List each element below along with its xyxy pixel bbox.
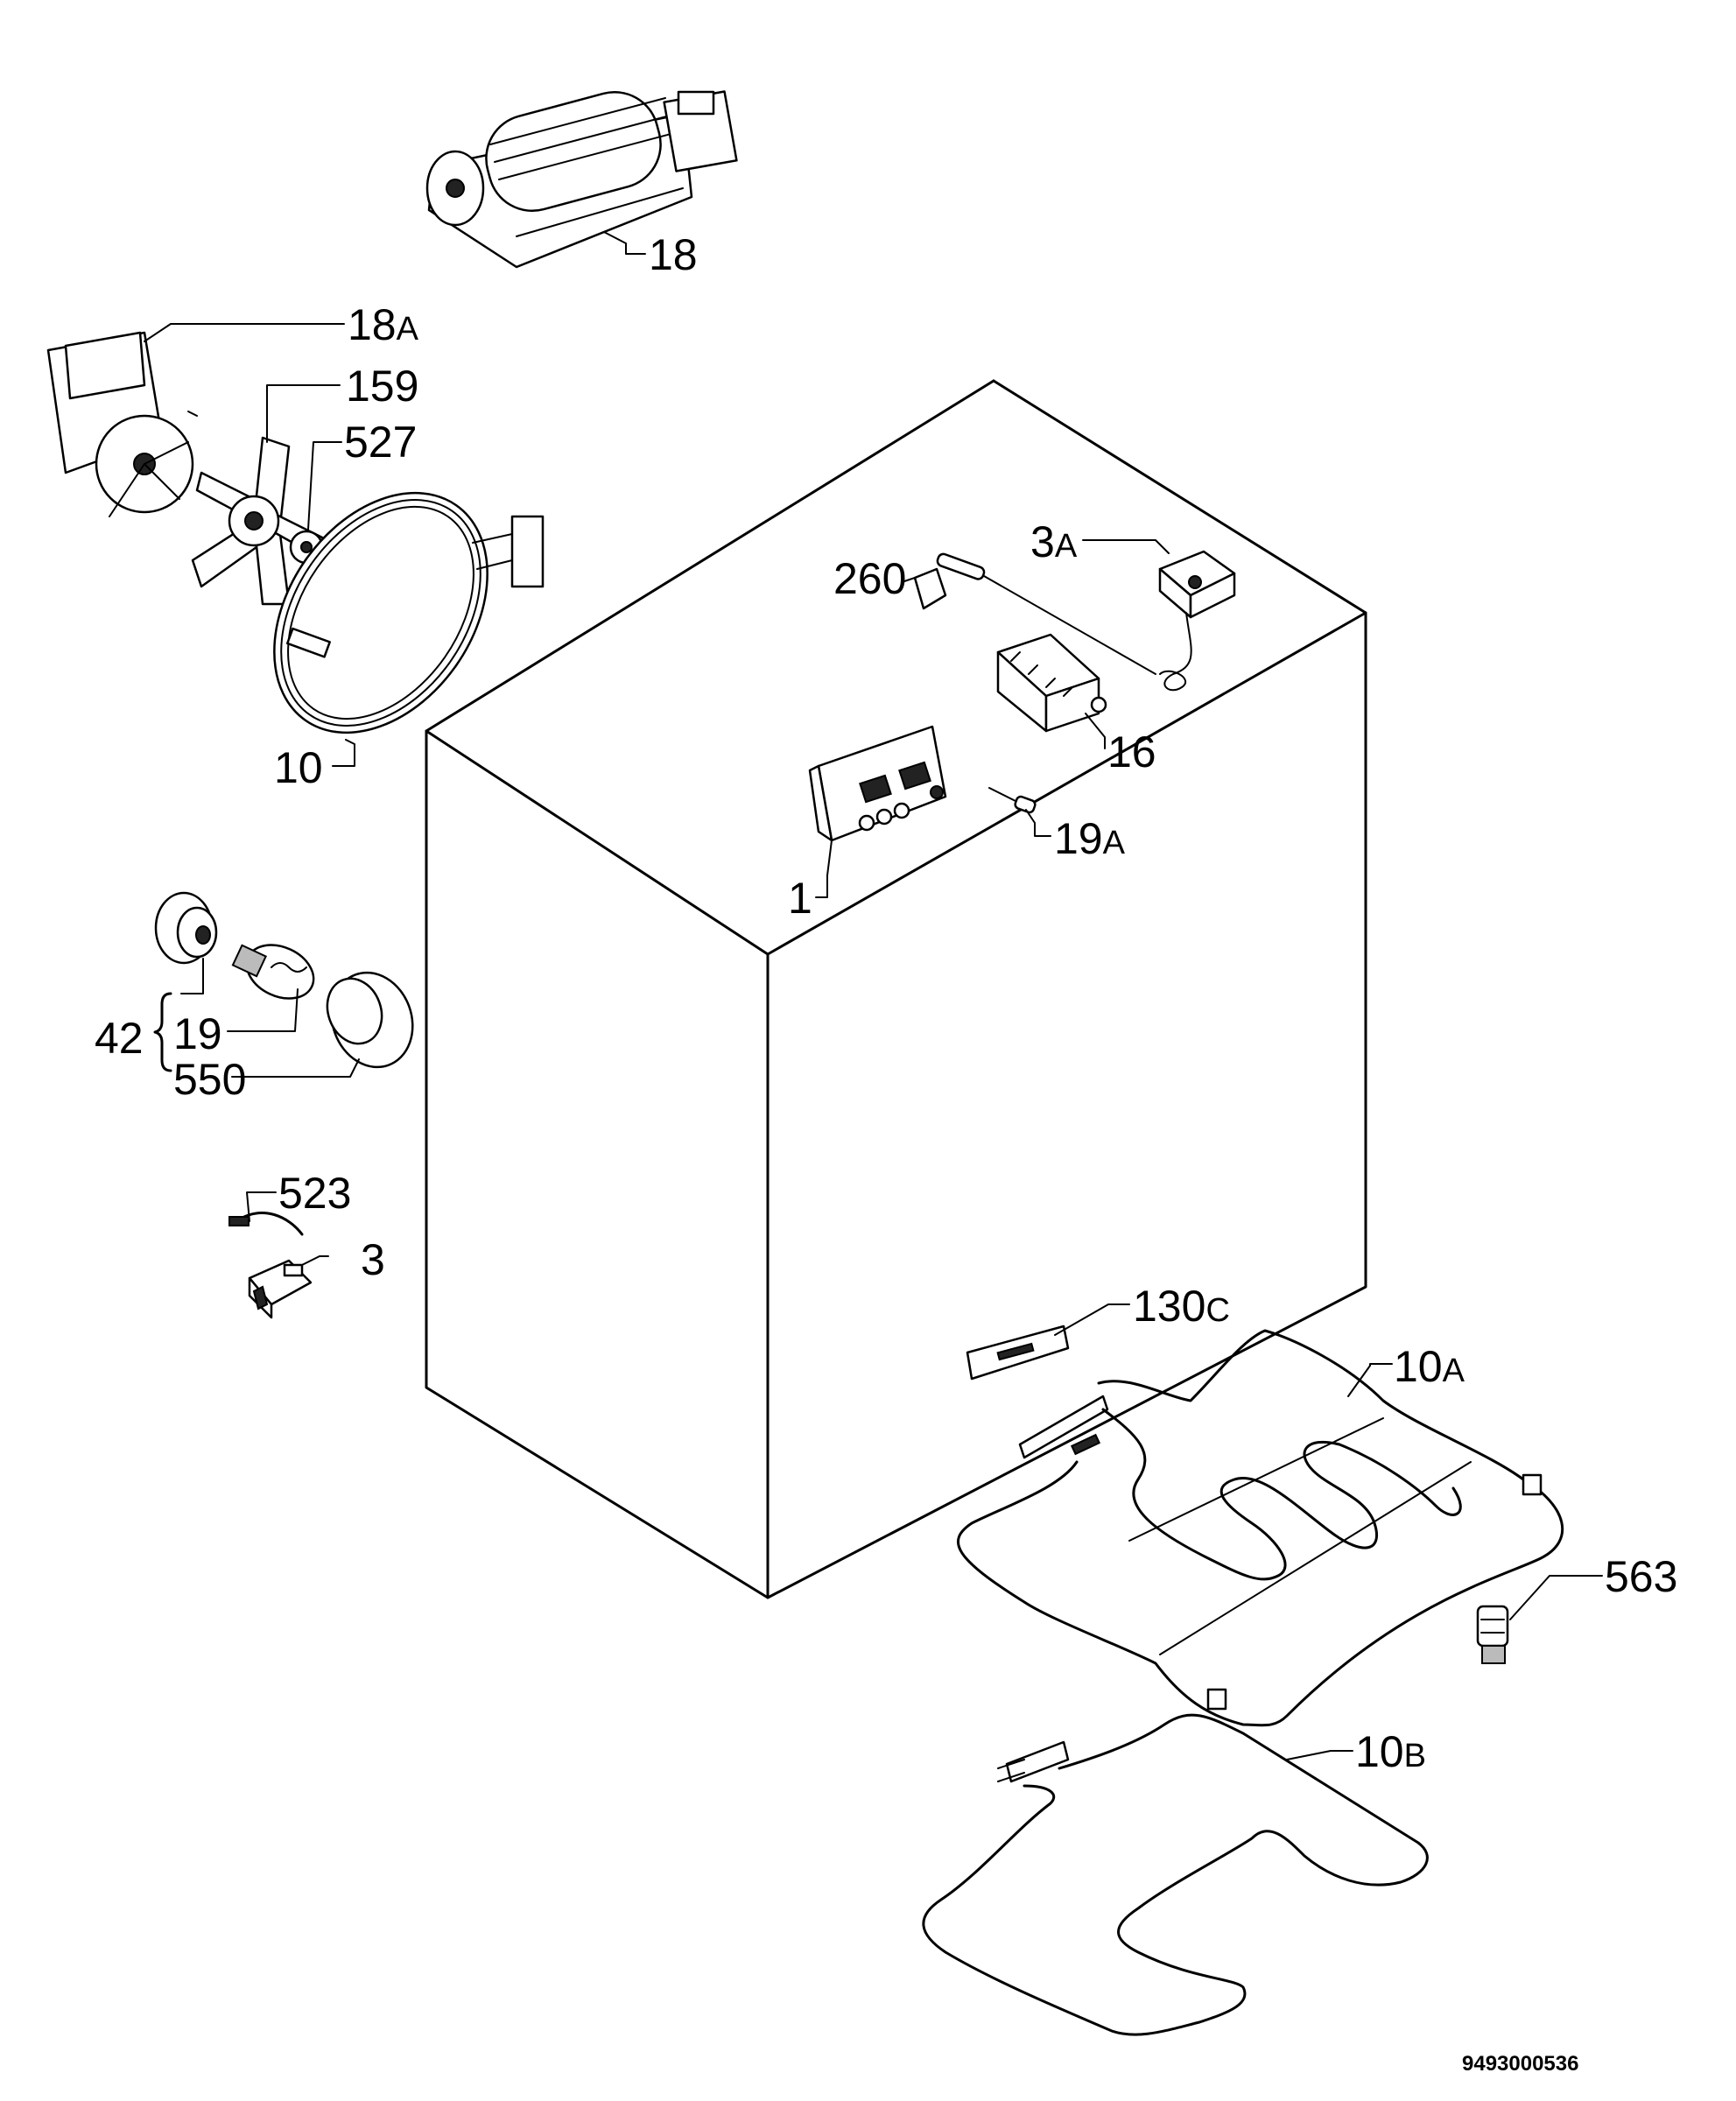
callout-18: 18 <box>649 230 698 279</box>
document-number: 9493000536 <box>1462 2052 1578 2076</box>
callout-10: 10 <box>274 743 323 792</box>
callout-10a: 10A <box>1394 1342 1465 1391</box>
callout-527: 527 <box>344 418 417 467</box>
callout-18a: 18A <box>348 300 419 349</box>
part-lamp-holder <box>154 891 218 965</box>
part-safety-thermostat <box>248 1259 313 1319</box>
part-selector-switch <box>996 633 1107 733</box>
callout-3: 3 <box>361 1235 385 1284</box>
oven-cabinet-outline <box>425 379 1367 1599</box>
part-tangential-fan <box>425 90 738 269</box>
part-lamp-cover <box>326 971 414 1069</box>
callout-563: 563 <box>1605 1552 1677 1601</box>
callout-130c: 130C <box>1133 1282 1230 1331</box>
leader-lines <box>144 231 1603 1760</box>
part-connector <box>1476 1605 1509 1664</box>
callout-42: 42 <box>95 1014 144 1063</box>
part-electronic-timer <box>808 725 1037 842</box>
part-thermostat <box>971 550 1236 692</box>
callout-523: 523 <box>278 1169 351 1218</box>
part-sensor-probe <box>913 552 986 610</box>
callout-19a: 19A <box>1054 814 1126 863</box>
part-lamp-bulb <box>231 944 315 1000</box>
part-grill-element <box>957 1329 1564 1727</box>
callout-1: 1 <box>788 874 812 923</box>
part-circular-element <box>273 491 545 734</box>
part-fan-motor <box>46 331 198 517</box>
callout-16: 16 <box>1107 727 1156 776</box>
callout-260: 260 <box>833 554 906 603</box>
callout-3a: 3A <box>1030 517 1078 566</box>
callout-550: 550 <box>173 1055 246 1104</box>
part-bottom-element <box>922 1713 1429 2036</box>
callout-10b: 10B <box>1355 1727 1426 1776</box>
callout-19: 19 <box>173 1009 222 1058</box>
part-terminal-plate <box>966 1325 1109 1459</box>
callout-159: 159 <box>346 362 418 411</box>
